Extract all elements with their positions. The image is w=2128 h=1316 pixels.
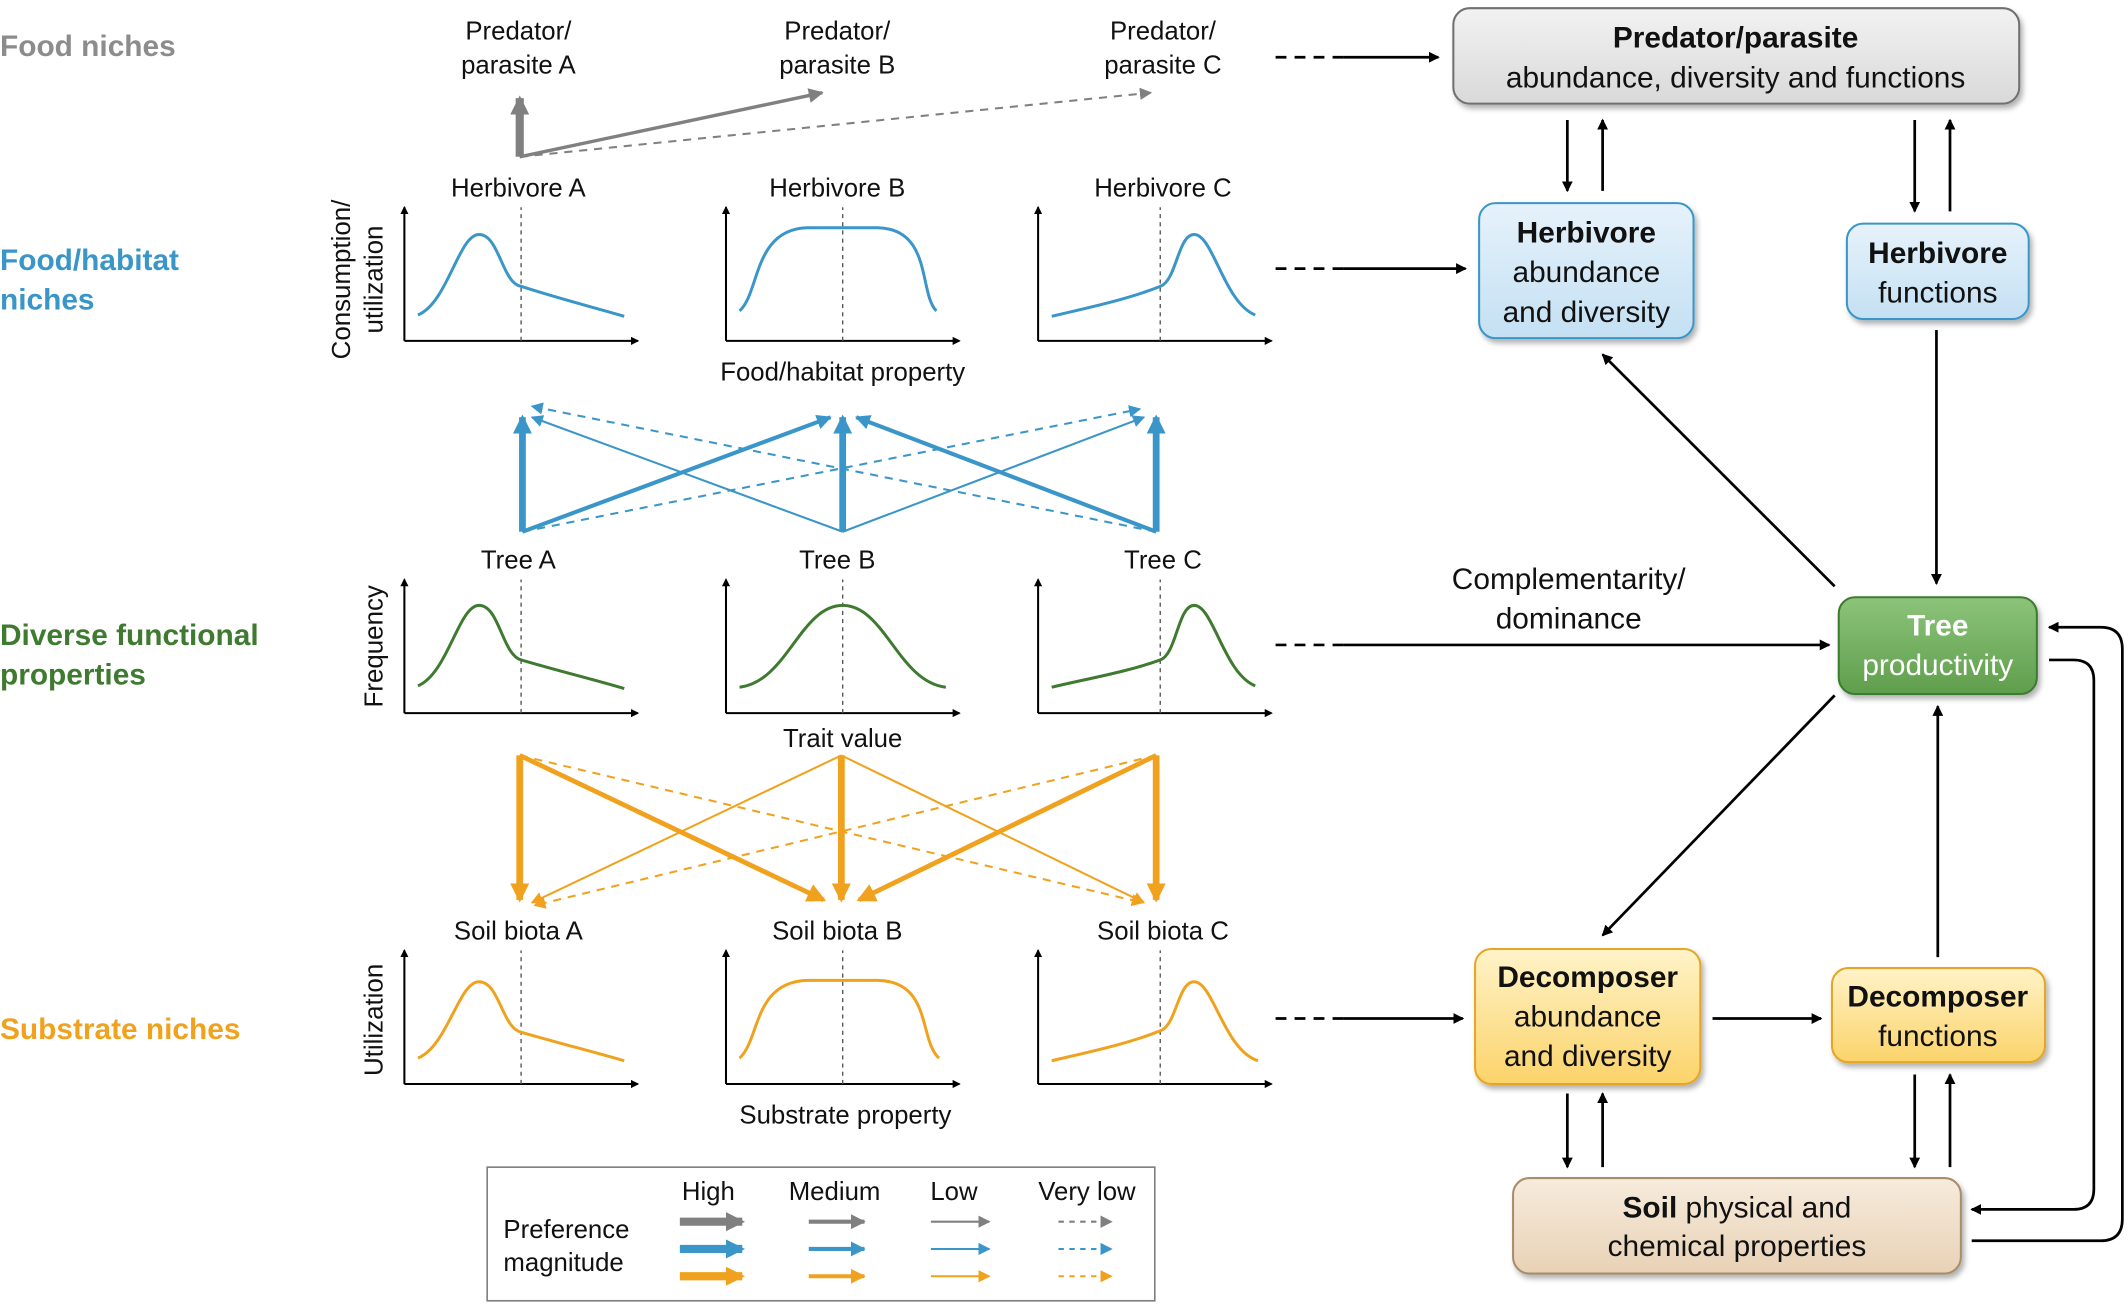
blue-arrow-treeA-herbC <box>522 405 1142 533</box>
soil-properties-box: Soil physical and chemical properties <box>1512 1177 1962 1275</box>
soil-biota-a-label: Soil biota A <box>454 917 584 945</box>
grey-arrow-medium <box>519 88 824 159</box>
soil-box-bold: Soil <box>1623 1192 1678 1225</box>
orange-arrow-treeB-soilA <box>530 754 842 904</box>
complementarity-label-line2: dominance <box>1496 603 1642 636</box>
orange-arrow-treeB-soilC <box>840 754 1146 904</box>
soil-box-line2: chemical properties <box>1608 1230 1867 1263</box>
herbivore-abundance-title: Herbivore <box>1517 217 1656 250</box>
predator-a-label-line1: Predator/ <box>465 17 572 45</box>
x-axis-trait-value: Trait value <box>783 725 902 753</box>
legend-level-very-low: Very low <box>1038 1178 1136 1206</box>
predator-box-title: Predator/parasite <box>1613 22 1858 55</box>
soil-biota-b-label: Soil biota B <box>772 917 902 945</box>
legend-level-high: High <box>682 1178 735 1206</box>
orange-arrow-treeA-soilC <box>519 754 1144 907</box>
decomposer-abundance-line2: abundance <box>1514 1001 1662 1034</box>
tree-productivity-box: Tree productivity <box>1837 596 2038 696</box>
blue-preference-arrows <box>512 402 1166 534</box>
y-axis-utilization: Utilization <box>361 964 389 1076</box>
decomposer-abundance-line3: and diversity <box>1504 1040 1672 1073</box>
tree-c-plot <box>1034 578 1273 718</box>
soil-biota-c-label: Soil biota C <box>1097 917 1229 945</box>
blue-arrow-treeB-herbA <box>530 415 844 533</box>
tree-b-plot <box>721 578 961 718</box>
blue-arrow-treeC-herbA <box>530 402 1157 533</box>
herbivore-functions-box: Herbivore functions <box>1845 222 2030 321</box>
legend-level-medium: Medium <box>789 1178 881 1206</box>
x-axis-substrate-property: Substrate property <box>739 1101 951 1129</box>
herbivore-b-label: Herbivore B <box>769 174 905 202</box>
grey-arrow-very-low <box>519 87 1153 158</box>
row-label-food-habitat-line1: Food/habitat <box>0 244 179 277</box>
soil-biota-a-plot <box>400 948 640 1089</box>
soil-biota-b-plot <box>721 948 961 1089</box>
decomposer-abundance-title: Decomposer <box>1497 961 1678 994</box>
row-connectors <box>1275 51 1831 1024</box>
tree-productivity-title: Tree <box>1907 609 1968 642</box>
predator-b-label-line1: Predator/ <box>784 17 891 45</box>
complementarity-label-line1: Complementarity/ <box>1452 563 1686 596</box>
flow-arrows <box>1561 118 2124 1243</box>
row-label-diverse-line2: properties <box>0 658 146 691</box>
tree-plots <box>400 578 1273 718</box>
predator-c-label-line2: parasite C <box>1104 52 1221 80</box>
decomposer-functions-line2: functions <box>1878 1020 1997 1053</box>
predator-c-label-line1: Predator/ <box>1110 17 1217 45</box>
legend-frame <box>486 1166 1156 1302</box>
blue-arrow-treeA-herbB <box>521 414 832 534</box>
row-label-substrate-niches: Substrate niches <box>0 1013 240 1046</box>
y-axis-frequency: Frequency <box>361 585 389 707</box>
herbivore-c-plot <box>1034 205 1273 345</box>
soil-box-title: Soil physical and <box>1623 1192 1852 1225</box>
row-label-diverse-line1: Diverse functional <box>0 619 259 652</box>
predator-b-label-line2: parasite B <box>779 52 895 80</box>
orange-preference-arrows <box>510 753 1166 909</box>
decomposer-functions-box: Decomposer functions <box>1830 967 2047 1064</box>
y-axis-consumption-line2: utilization <box>361 226 389 334</box>
orange-arrow-treeC-soilB <box>856 753 1158 903</box>
tree-a-label: Tree A <box>481 547 557 575</box>
soil-box-rest: physical and <box>1677 1192 1851 1225</box>
soil-biota-c-plot <box>1034 948 1273 1089</box>
orange-arrow-treeC-soilA <box>533 754 1157 909</box>
predator-box-subtitle: abundance, diversity and functions <box>1506 61 1965 94</box>
tree-a-plot <box>400 578 640 718</box>
herbivore-abundance-box: Herbivore abundance and diversity <box>1478 202 1695 340</box>
herbivore-functions-line2: functions <box>1878 277 1997 310</box>
blue-arrow-treeB-herbC <box>842 415 1146 533</box>
herbivore-functions-title: Herbivore <box>1868 237 2007 270</box>
herbivore-b-plot <box>721 205 961 345</box>
herbivore-abundance-line3: and diversity <box>1503 296 1671 329</box>
decomposer-abundance-box: Decomposer abundance and diversity <box>1474 947 1702 1086</box>
herbivore-plots <box>400 205 1273 345</box>
legend-level-low: Low <box>930 1178 978 1206</box>
predator-box: Predator/parasite abundance, diversity a… <box>1452 7 2021 105</box>
predator-a-label-line2: parasite A <box>461 52 576 80</box>
row-label-food-habitat-line2: niches <box>0 283 95 316</box>
legend: Preference magnitude High Medium Low Ver… <box>486 1166 1156 1302</box>
grey-preference-arrows <box>510 87 1153 159</box>
legend-title-line1: Preference <box>503 1216 629 1244</box>
tree-productivity-line2: productivity <box>1862 649 2013 682</box>
y-axis-consumption-line1: Consumption/ <box>328 199 356 360</box>
legend-title-line2: magnitude <box>503 1249 623 1277</box>
x-axis-food-habitat: Food/habitat property <box>720 358 965 386</box>
tree-c-label: Tree C <box>1124 547 1202 575</box>
herbivore-a-label: Herbivore A <box>451 174 586 202</box>
herbivore-abundance-line2: abundance <box>1513 256 1661 289</box>
herbivore-c-label: Herbivore C <box>1094 174 1231 202</box>
soil-biota-plots <box>400 948 1273 1089</box>
row-label-food-niches: Food niches <box>0 30 176 63</box>
orange-arrow-treeA-soilB <box>518 753 827 903</box>
decomposer-functions-title: Decomposer <box>1847 980 2028 1013</box>
tree-b-label: Tree B <box>799 547 875 575</box>
herbivore-a-plot <box>400 205 640 345</box>
blue-arrow-treeC-herbB <box>854 415 1157 534</box>
